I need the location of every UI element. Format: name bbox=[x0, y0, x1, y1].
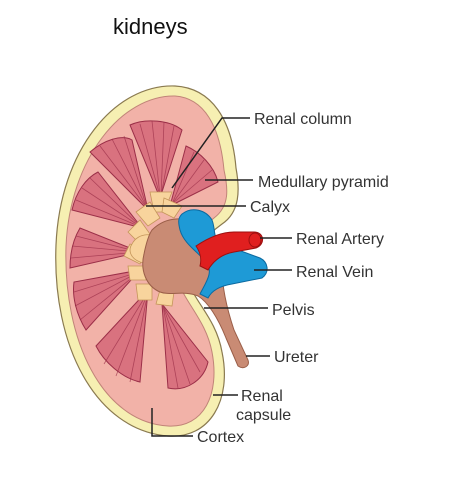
label-calyx: Calyx bbox=[250, 199, 290, 216]
medullary-pyramid bbox=[89, 137, 149, 212]
label-pelvis: Pelvis bbox=[272, 302, 315, 319]
label-renal-capsule-line2: capsule bbox=[236, 407, 291, 424]
label-ureter: Ureter bbox=[274, 349, 319, 366]
medullary-pyramid bbox=[69, 227, 142, 269]
label-medullary-pyramid: Medullary pyramid bbox=[258, 174, 389, 191]
label-cortex: Cortex bbox=[197, 429, 244, 446]
pyramid-striations bbox=[70, 120, 213, 389]
page-title: kidneys bbox=[113, 14, 188, 39]
label-renal-capsule-line1: Renal bbox=[241, 388, 283, 405]
label-renal-artery: Renal Artery bbox=[296, 231, 384, 248]
medullary-pyramid bbox=[71, 171, 144, 229]
renal-artery bbox=[195, 231, 263, 271]
leader-lines bbox=[146, 117, 292, 437]
medullary-pyramid bbox=[169, 145, 219, 207]
renal-artery-cut-end bbox=[248, 232, 262, 248]
label-renal-column: Renal column bbox=[254, 111, 352, 128]
label-renal-vein: Renal Vein bbox=[296, 264, 373, 281]
